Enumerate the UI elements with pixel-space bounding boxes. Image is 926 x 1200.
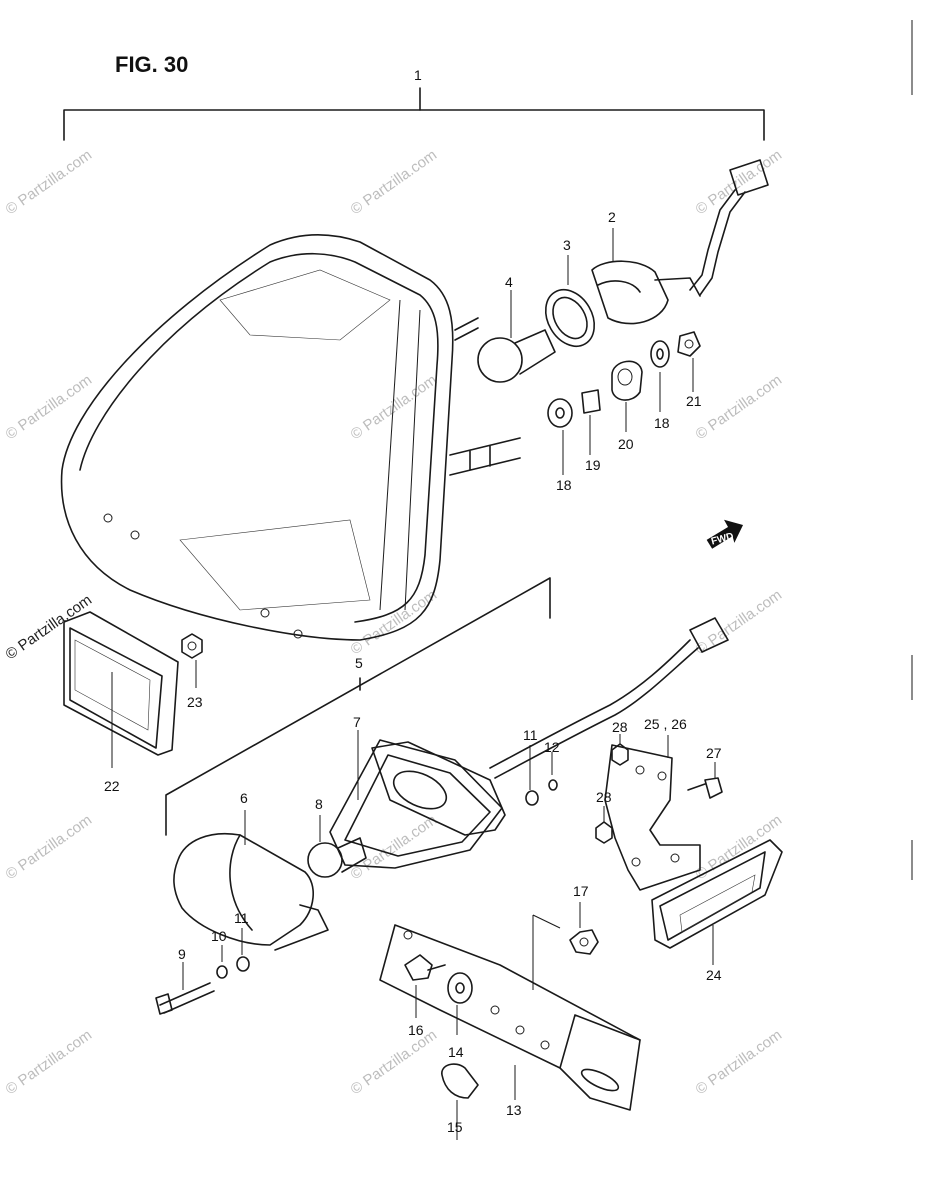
reflector-nut — [181, 633, 203, 688]
plate-hardware — [404, 902, 599, 1140]
callout-24: 24 — [706, 967, 722, 983]
side-reflector — [651, 839, 783, 965]
callout-5: 5 — [355, 655, 363, 671]
watermark: © Partzilla.com — [3, 811, 96, 883]
bulb-socket — [591, 228, 701, 325]
watermark: © Partzilla.com — [348, 371, 441, 443]
watermark: © Partzilla.com — [3, 1026, 96, 1098]
license-light-base — [329, 730, 506, 869]
watermark: © Partzilla.com — [3, 371, 96, 443]
callout-11a: 11 — [234, 910, 249, 926]
watermark: © Partzilla.com — [693, 371, 786, 443]
callout-13: 13 — [506, 1102, 522, 1118]
callout-23: 23 — [187, 694, 203, 710]
callout-15: 15 — [447, 1119, 463, 1135]
license-plate-bracket — [379, 914, 641, 1111]
watermark: © Partzilla.com — [348, 811, 441, 883]
callout-10: 10 — [211, 928, 227, 944]
license-bulb — [307, 815, 367, 878]
callout-6: 6 — [240, 790, 248, 806]
callout-1: 1 — [414, 67, 422, 83]
side-reflector-bracket — [604, 735, 701, 891]
assembly-bracket-5 — [165, 577, 551, 836]
callout-28b: 28 — [596, 789, 612, 805]
watermark: © Partzilla.com — [348, 1026, 441, 1098]
fwd-label: FWD — [710, 531, 735, 548]
lens-screw-hardware — [155, 745, 558, 1015]
callout-4: 4 — [505, 274, 513, 290]
housing-connector — [689, 159, 769, 296]
callout-3: 3 — [563, 237, 571, 253]
callout-18a: 18 — [556, 477, 572, 493]
watermark: © Partzilla.com — [3, 146, 96, 218]
watermark: © Partzilla.com — [693, 1026, 786, 1098]
callout-28a: 28 — [612, 719, 628, 735]
callout-27: 27 — [706, 745, 722, 761]
watermarks: © Partzilla.com © Partzilla.com © Partzi… — [3, 146, 786, 1098]
callout-19: 19 — [585, 457, 601, 473]
callouts: 1 2 3 4 5 6 7 8 9 10 11 11 12 13 14 15 1… — [104, 67, 722, 1135]
callout-14: 14 — [448, 1044, 464, 1060]
fwd-arrow: FWD — [706, 519, 744, 549]
callout-17: 17 — [573, 883, 589, 899]
callout-21: 21 — [686, 393, 702, 409]
callout-20: 20 — [618, 436, 634, 452]
tail-bulb — [477, 290, 556, 383]
callout-12: 12 — [544, 739, 560, 755]
tail-light-housing — [60, 234, 521, 641]
callout-22: 22 — [104, 778, 120, 794]
callout-2: 2 — [608, 209, 616, 225]
callout-16: 16 — [408, 1022, 424, 1038]
license-light-wire — [489, 617, 729, 779]
watermark: © Partzilla.com — [693, 146, 786, 218]
callout-7: 7 — [353, 714, 361, 730]
callout-9: 9 — [178, 946, 186, 962]
socket-gasket — [544, 255, 596, 348]
figure-title: FIG. 30 — [115, 52, 188, 77]
mounting-hardware — [547, 331, 701, 475]
watermark: © Partzilla.com — [348, 146, 441, 218]
assembly-bracket-1 — [63, 87, 765, 141]
bracket-hardware — [595, 734, 723, 844]
callout-18b: 18 — [654, 415, 670, 431]
callout-8: 8 — [315, 796, 323, 812]
callout-11b: 11 — [523, 727, 538, 743]
callout-25-26: 25 , 26 — [644, 716, 687, 732]
rear-reflector — [63, 611, 179, 768]
watermark: © Partzilla.com — [3, 591, 96, 663]
license-light-lens — [173, 810, 329, 951]
